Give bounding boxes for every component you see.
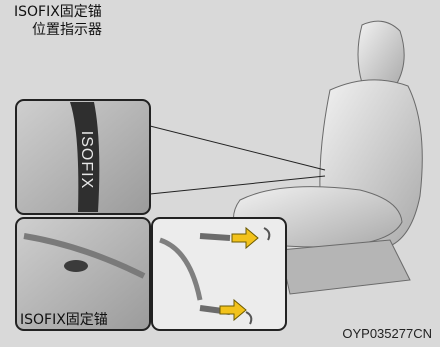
inset-anchor (15, 217, 151, 331)
arrow-bottom (219, 298, 247, 322)
arrow-top (231, 226, 259, 250)
indicator-label-line1: ISOFIX固定锚 (14, 4, 102, 20)
seat-headrest (357, 20, 405, 90)
anchor-ring (64, 260, 88, 272)
indicator-tag-text: ISOFIX (78, 131, 95, 189)
leader-line-top (149, 125, 326, 171)
inset-bars (151, 217, 287, 331)
seat-base (279, 239, 411, 295)
leader-line-bottom (149, 175, 326, 195)
anchor-label: ISOFIX固定锚 (20, 312, 108, 328)
indicator-label-line2: 位置指示器 (32, 22, 102, 38)
figure-code: OYP035277CN (342, 326, 432, 341)
